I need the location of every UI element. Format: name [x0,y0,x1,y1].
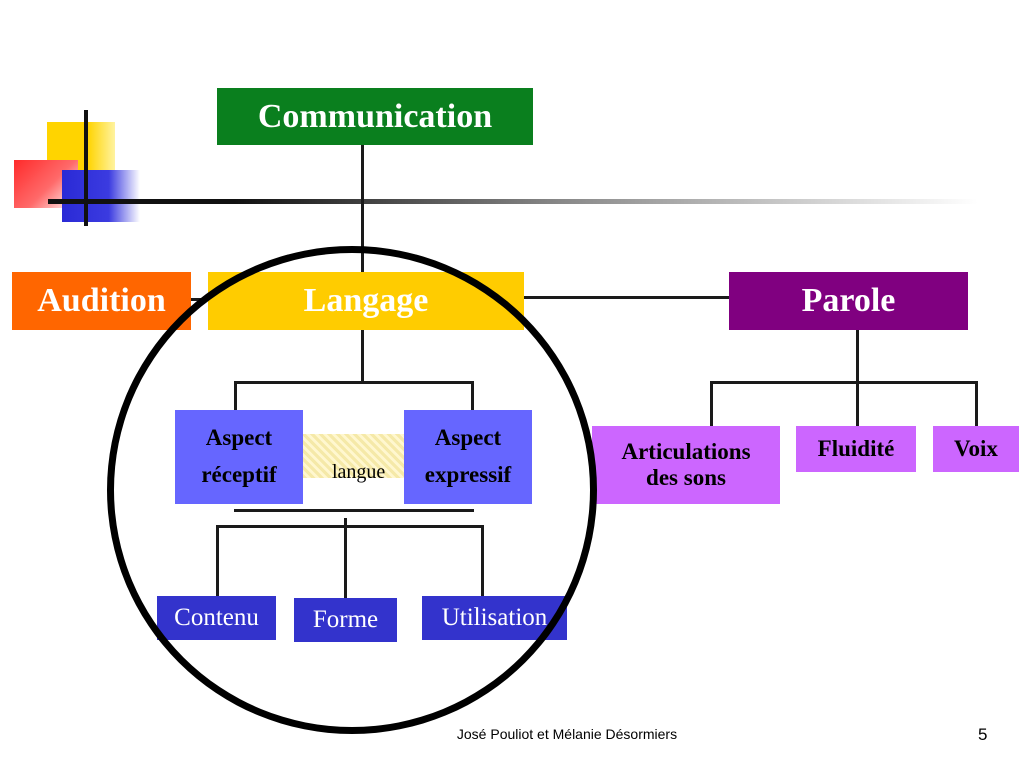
audition-box: Audition [12,272,191,330]
footer-authors: José Pouliot et Mélanie Désormiers [456,726,678,742]
connector-parole-bar [710,381,978,384]
communication-label: Communication [257,97,493,135]
slide-number: 5 [978,725,988,744]
voix-label: Voix [954,435,998,461]
decor-horizontal-rule [48,199,978,204]
highlight-circle [107,246,597,734]
fluidite-box: Fluidité [796,426,916,472]
articulations-line1: Articulations [621,438,751,464]
audition-label: Audition [37,282,166,320]
connector-articulations-up [710,381,713,427]
parole-box: Parole [729,272,968,330]
voix-box: Voix [933,426,1019,472]
decor-blue-square [62,170,140,222]
connector-voix-up [975,381,978,427]
communication-box: Communication [217,88,533,145]
articulations-box: Articulations des sons [592,426,780,504]
parole-label: Parole [801,282,896,320]
articulations-line2: des sons [646,465,726,490]
fluidite-label: Fluidité [817,435,895,461]
connector-langage-parole [524,296,730,299]
decor-vertical-rule [84,110,88,226]
connector-parole-down [856,330,859,427]
connector-root-down [361,144,364,274]
